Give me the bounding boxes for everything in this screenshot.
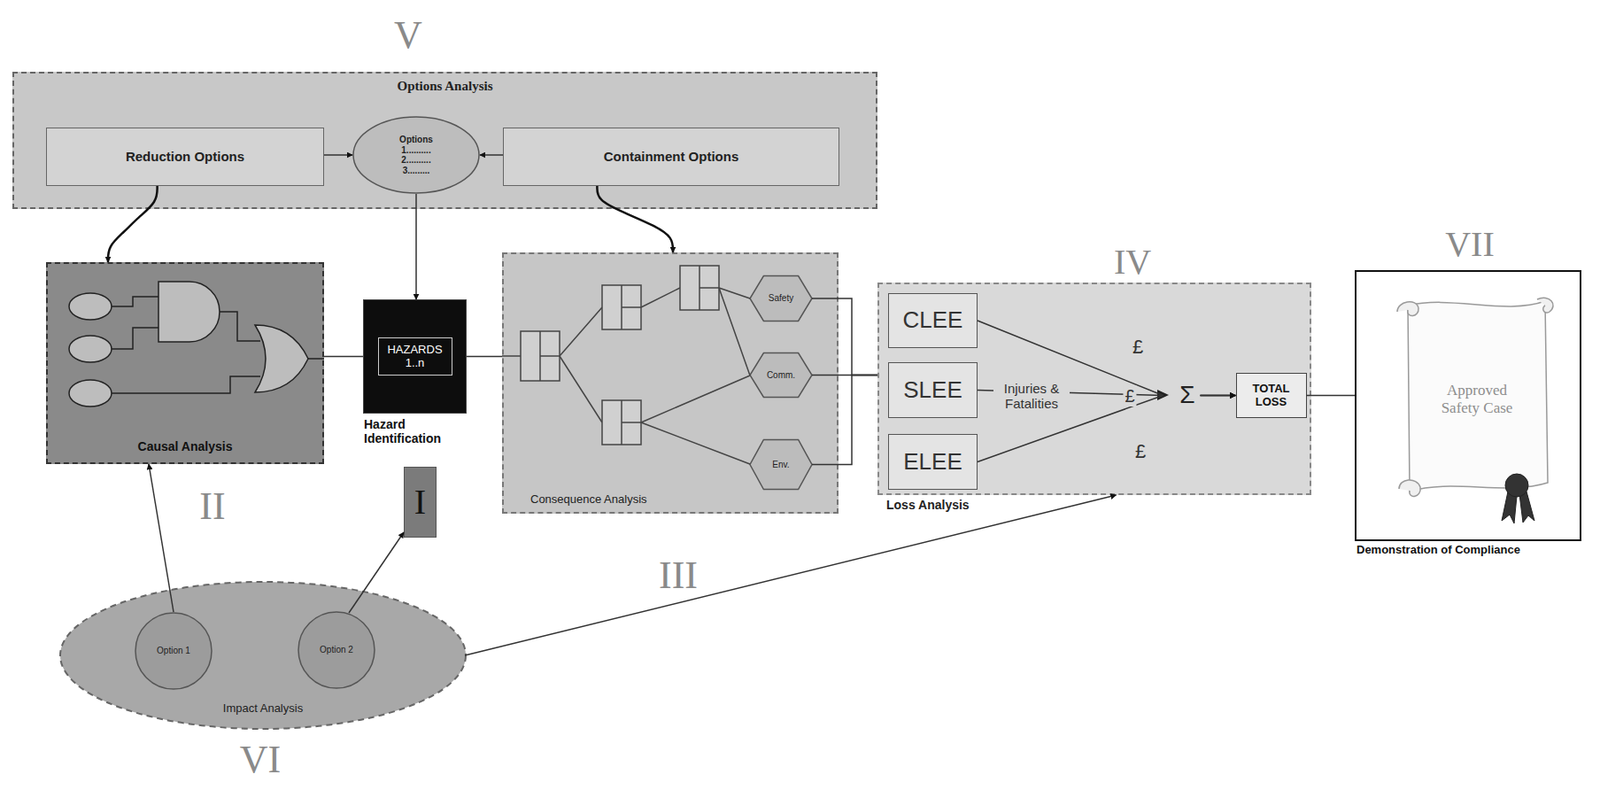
wax-seal [1501,473,1535,524]
loss-estimate-box: CLEE [888,293,978,348]
scroll-illustration [1407,301,1548,492]
fault-tree [69,293,112,320]
node-text: Reduction Options [125,148,245,164]
shape-outline [135,612,212,689]
connector [479,154,503,156]
connector [464,494,1117,656]
node-text: Option 2 [319,644,354,656]
stage-number-box: I [403,466,437,538]
node-text: Containment Options [603,148,740,164]
scroll-illustration [1537,297,1554,313]
consequence-panel: SafetyComm. Env. Consequence Analysis [502,252,839,514]
node-text: Options [399,134,433,146]
shape-outline [749,276,812,322]
connector [148,463,174,612]
shape-outline [60,581,466,729]
node-text: Comm. [766,370,796,381]
currency-sign: £ [1135,440,1146,463]
impact-ellipse: Option 1 Option 2 Impact Analysis [59,580,467,730]
scroll-illustration [1397,297,1554,496]
stage-number: VII [1445,224,1495,264]
outside-heading: Loss Analysis [886,497,970,512]
shape-outline [353,116,480,194]
loss-estimate-box: ELEE [888,433,978,490]
node-text: CLEE [903,307,964,334]
fault-tree [255,324,309,393]
outcome-hexagon: Comm. [749,352,812,398]
options-band: Reduction Options Options1..........2....… [12,71,878,209]
node-text: I [414,481,426,523]
option-circle: Option 2 [297,610,376,689]
scroll-illustration [1397,301,1419,317]
connector [324,154,353,156]
shape-outline [298,611,375,688]
currency-sign: £ [1122,385,1137,407]
shape-outline [749,440,812,490]
loss-panel: CLEESLEEELEETOTAL LOSSLoss Analysis [877,282,1312,495]
connector [466,355,503,358]
node-text: Causal Analysis [138,439,233,454]
node-text: 3......... [402,165,431,177]
total-loss-box: TOTAL LOSS [1236,372,1307,418]
outside-heading: Demonstration of Compliance [1356,543,1521,557]
stage-number: III [658,554,698,597]
flow-label: Injuries & Fatalities [993,380,1070,412]
fault-tree [69,379,112,407]
fault-tree [158,281,220,342]
connector [415,193,418,300]
outside-heading: Hazard Identification [363,417,468,446]
connector [1306,394,1356,397]
stage-number: VI [239,738,281,781]
node-text: Approved Safety Case [1432,381,1522,417]
wavy-arrow [108,185,158,263]
process-box: Containment Options [502,127,840,186]
option-circle: Option 1 [134,611,213,690]
connector [811,298,878,376]
node-text: 1.......... [401,145,431,156]
outcome-hexagon: Env. [749,439,812,490]
connector [811,375,878,465]
options-ellipse: Options1..........2..........3......... [352,115,480,194]
stage-number: V [394,14,423,57]
node-text: 2.......... [401,154,431,166]
event-tree [502,265,750,464]
node-text: Option 1 [156,645,191,657]
event-tree [540,265,719,445]
wax-seal [1505,473,1529,497]
fault-tree [69,281,325,407]
node-text: Options Analysis [397,78,494,94]
node-text: TOTAL LOSS [1236,382,1307,410]
hazard-box: HAZARDS 1..nHazard Identification [363,299,467,414]
node-text: Impact Analysis [223,702,303,716]
connector [324,355,364,358]
currency-sign: £ [1132,336,1144,358]
fault-tree [111,296,325,394]
connector [348,532,404,613]
node-text: Env. [772,459,789,471]
node-text: SLEE [903,377,963,404]
node-text: HAZARDS 1..n [378,337,453,377]
fault-tree [69,335,112,363]
sum-symbol: Σ [1179,381,1195,410]
loss-estimate-box: SLEE [888,362,978,418]
stage-number: II [199,485,225,528]
shape-outline [749,353,812,398]
node-text: Safety [768,293,794,304]
stage-number: IV [1113,242,1152,282]
wavy-arrow [596,185,673,253]
scroll-illustration [1399,479,1421,496]
outcome-hexagon: Safety [749,275,812,322]
node-text: ELEE [903,448,963,476]
node-text: Consequence Analysis [530,493,648,507]
process-box: Reduction Options [46,127,325,186]
